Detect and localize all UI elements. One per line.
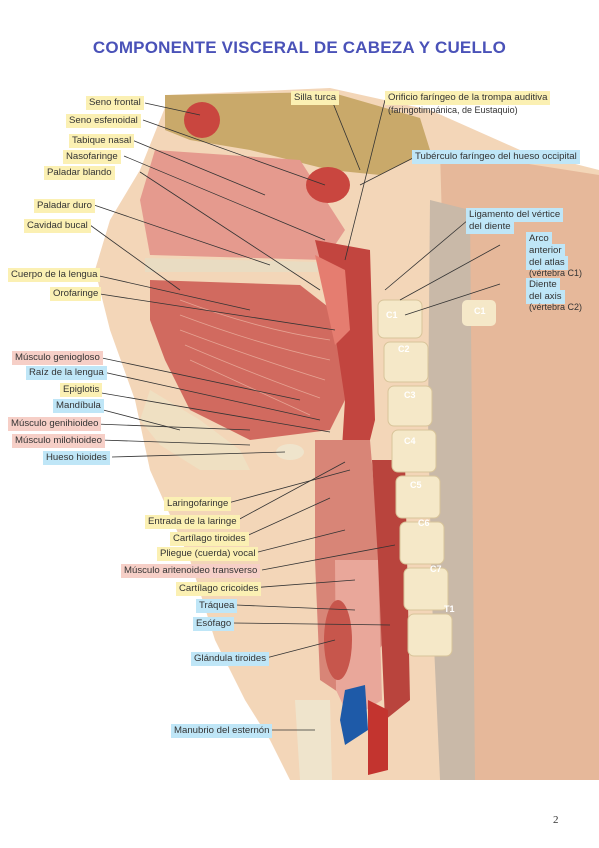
label-glandula-tiroides: Glándula tiroides (191, 652, 269, 666)
leader-lines (83, 99, 501, 731)
vertebra-label-c4: C4 (404, 436, 416, 446)
vertebra-label-c2: C2 (398, 344, 410, 354)
label-silla-turca: Silla turca (291, 91, 340, 105)
thyroid-gland (324, 600, 352, 680)
label-seno-frontal: Seno frontal (86, 96, 144, 110)
vertebra-label-t1: T1 (444, 604, 455, 614)
label-mandibula: Mandíbula (53, 399, 104, 413)
vertebra-label-c5: C5 (410, 480, 422, 490)
label-entrada-laringe: Entrada de la laringe (145, 515, 240, 529)
trachea (335, 560, 382, 720)
label-orofaringe: Orofaringe (50, 287, 102, 301)
label-seno-esfenoidal: Seno esfenoidal (66, 114, 141, 128)
frontal-sinus (184, 102, 220, 138)
blue-vessel (340, 685, 368, 745)
label-cavidad-bucal: Cavidad bucal (24, 219, 91, 233)
page-number: 2 (553, 814, 559, 826)
label-nasofaringe: Nasofaringe (63, 150, 121, 164)
label-orificio-faringeo: Orificio faríngeo de la trompa auditiva (385, 91, 551, 105)
vertebra-label-c1-posterior: C1 (474, 306, 486, 316)
label-pliegue-vocal: Pliegue (cuerda) vocal (157, 547, 259, 561)
label-raiz-lengua: Raíz de la lengua (26, 366, 107, 380)
label-hueso-hioides: Hueso hioides (43, 451, 110, 465)
atlas-posterior (462, 300, 496, 326)
label-orificio-faringeo-sub: (faringotimpánica, de Eustaquio) (388, 105, 518, 115)
sternum (295, 700, 332, 780)
vertebra-label-c6: C6 (418, 518, 430, 528)
page-title: COMPONENTE VISCERAL DE CABEZA Y CUELLO (92, 38, 507, 57)
label-cuerpo-lengua: Cuerpo de la lengua (8, 268, 101, 282)
label-musculo-geniogloso: Músculo geniogloso (12, 351, 103, 365)
vertebra-label-c1: C1 (386, 310, 398, 320)
label-ligamento-vertice: Ligamento del vértice (466, 208, 564, 222)
label-tuberculo-faringeo: Tubérculo faríngeo del hueso occipital (412, 150, 580, 164)
sphenoid-sinus (306, 167, 350, 203)
label-arco-2: anterior (526, 244, 565, 258)
label-esofago: Esófago (193, 617, 235, 631)
label-laringofaringe: Laringofaringe (164, 497, 232, 511)
label-tabique-nasal: Tabique nasal (69, 134, 135, 148)
label-arco-3: del atlas (526, 256, 568, 270)
label-manubrio-esternon: Manubrio del esternón (171, 724, 273, 738)
vertebra-label-c7: C7 (430, 564, 442, 574)
label-traquea: Tráquea (196, 599, 238, 613)
red-vessel (368, 700, 388, 775)
label-diente-2: del axis (526, 290, 565, 304)
soft-palate (315, 255, 350, 345)
label-cartilago-cricoides: Cartílago cricoides (176, 582, 262, 596)
skull-bone (165, 92, 430, 175)
label-arco-4: (vértebra C1) (529, 268, 583, 278)
tongue (150, 280, 355, 440)
hyoid-bone (276, 444, 304, 460)
vertebral-bodies (377, 299, 453, 657)
label-arco-1: Arco (526, 232, 552, 246)
label-musculo-genihioideo: Músculo genihioideo (8, 417, 102, 431)
vertebra-label-c3: C3 (404, 390, 416, 400)
label-cartilago-tiroides: Cartílago tiroides (170, 532, 249, 546)
label-paladar-blando: Paladar blando (44, 166, 115, 180)
tongue-fibers (179, 299, 331, 416)
label-paladar-duro: Paladar duro (34, 199, 95, 213)
label-musculo-aritenoideo: Músculo aritenoideo transverso (121, 564, 261, 578)
label-ligamento-vertice-2: del diente (466, 220, 514, 234)
label-epiglotis: Epiglotis (60, 383, 103, 397)
label-musculo-milohioideo: Músculo milohioideo (12, 434, 105, 448)
nasal-cavity (140, 150, 345, 260)
mandible (140, 390, 250, 470)
label-diente-1: Diente (526, 278, 560, 292)
label-diente-3: (vértebra C2) (529, 302, 583, 312)
